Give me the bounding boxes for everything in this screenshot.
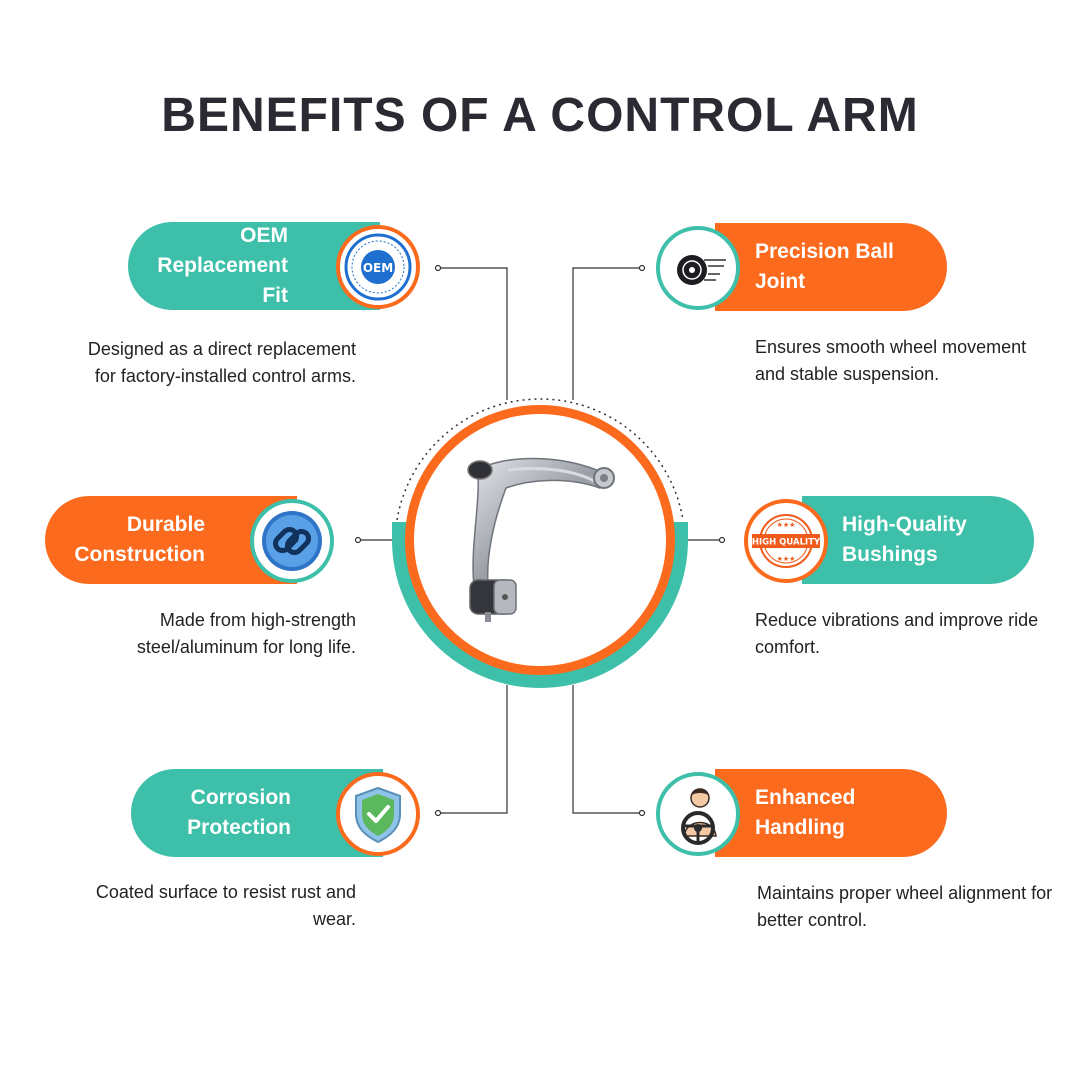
benefit-ball-joint-pill: Precision Ball Joint xyxy=(715,223,947,311)
benefit-bushings-title-line1: High-Quality xyxy=(842,513,967,536)
benefit-ball-joint-title-line2: Joint xyxy=(755,270,806,293)
benefit-handling-title-line2: Handling xyxy=(755,816,845,839)
bushings-badge: ★★★ ★★★ HIGH QUALITY xyxy=(744,499,828,583)
benefit-oem-description: Designed as a direct replacement for fac… xyxy=(87,339,356,386)
center-circle xyxy=(414,414,666,666)
quality-stamp-text: HIGH QUALITY xyxy=(752,538,821,548)
benefit-handling-pill: Enhanced Handling xyxy=(715,769,947,857)
dotted-arc xyxy=(396,398,684,521)
connector-corrosion xyxy=(438,685,508,814)
connector-oem xyxy=(438,267,508,400)
benefit-durable-title-line2: Construction xyxy=(74,543,205,566)
connector-handling xyxy=(572,685,642,814)
ball-joint-badge xyxy=(656,226,740,310)
quality-stamp-icon: ★★★ ★★★ HIGH QUALITY xyxy=(752,514,821,568)
benefit-corrosion-title-line1: Corrosion xyxy=(190,786,291,809)
svg-text:★★★: ★★★ xyxy=(777,555,796,563)
benefit-ball-joint-title-line1: Precision Ball xyxy=(755,240,894,263)
benefit-bushings-title-line2: Bushings xyxy=(842,543,938,566)
durable-badge xyxy=(250,499,334,583)
control-arm-photo xyxy=(467,457,615,622)
benefit-corrosion-title-line2: Protection xyxy=(187,816,291,839)
connector-ball-joint xyxy=(572,267,642,400)
benefit-bushings-description: Reduce vibrations and improve ride comfo… xyxy=(755,610,1039,657)
benefit-corrosion-description: Coated surface to resist rust and wear. xyxy=(95,882,356,929)
benefit-oem-title-line1: OEM xyxy=(240,224,288,247)
oem-seal-text: OEM xyxy=(363,261,393,275)
benefit-durable-title-line1: Durable xyxy=(126,513,205,536)
corrosion-badge xyxy=(336,772,420,856)
oem-seal-icon: OEM xyxy=(344,233,412,301)
benefit-handling-description: Maintains proper wheel alignment for bet… xyxy=(757,883,1053,930)
oem-badge: OEM xyxy=(336,225,420,309)
page-title: BENEFITS OF A CONTROL ARM xyxy=(161,89,919,142)
chain-link-icon xyxy=(262,511,322,571)
spinning-wheel-icon xyxy=(677,255,726,285)
benefit-durable-description: Made from high-strength steel/aluminum f… xyxy=(136,610,356,657)
svg-text:★★★: ★★★ xyxy=(777,521,796,529)
shield-check-icon xyxy=(355,786,401,844)
handling-badge xyxy=(656,772,740,856)
driver-steering-wheel-icon xyxy=(681,788,717,845)
benefit-handling-title-line1: Enhanced xyxy=(755,786,856,809)
benefit-bushings-pill: High-Quality Bushings xyxy=(802,496,1034,584)
benefit-ball-joint-description: Ensures smooth wheel movement and stable… xyxy=(755,337,1027,384)
benefit-oem-title-line2: Replacement Fit xyxy=(157,254,288,307)
